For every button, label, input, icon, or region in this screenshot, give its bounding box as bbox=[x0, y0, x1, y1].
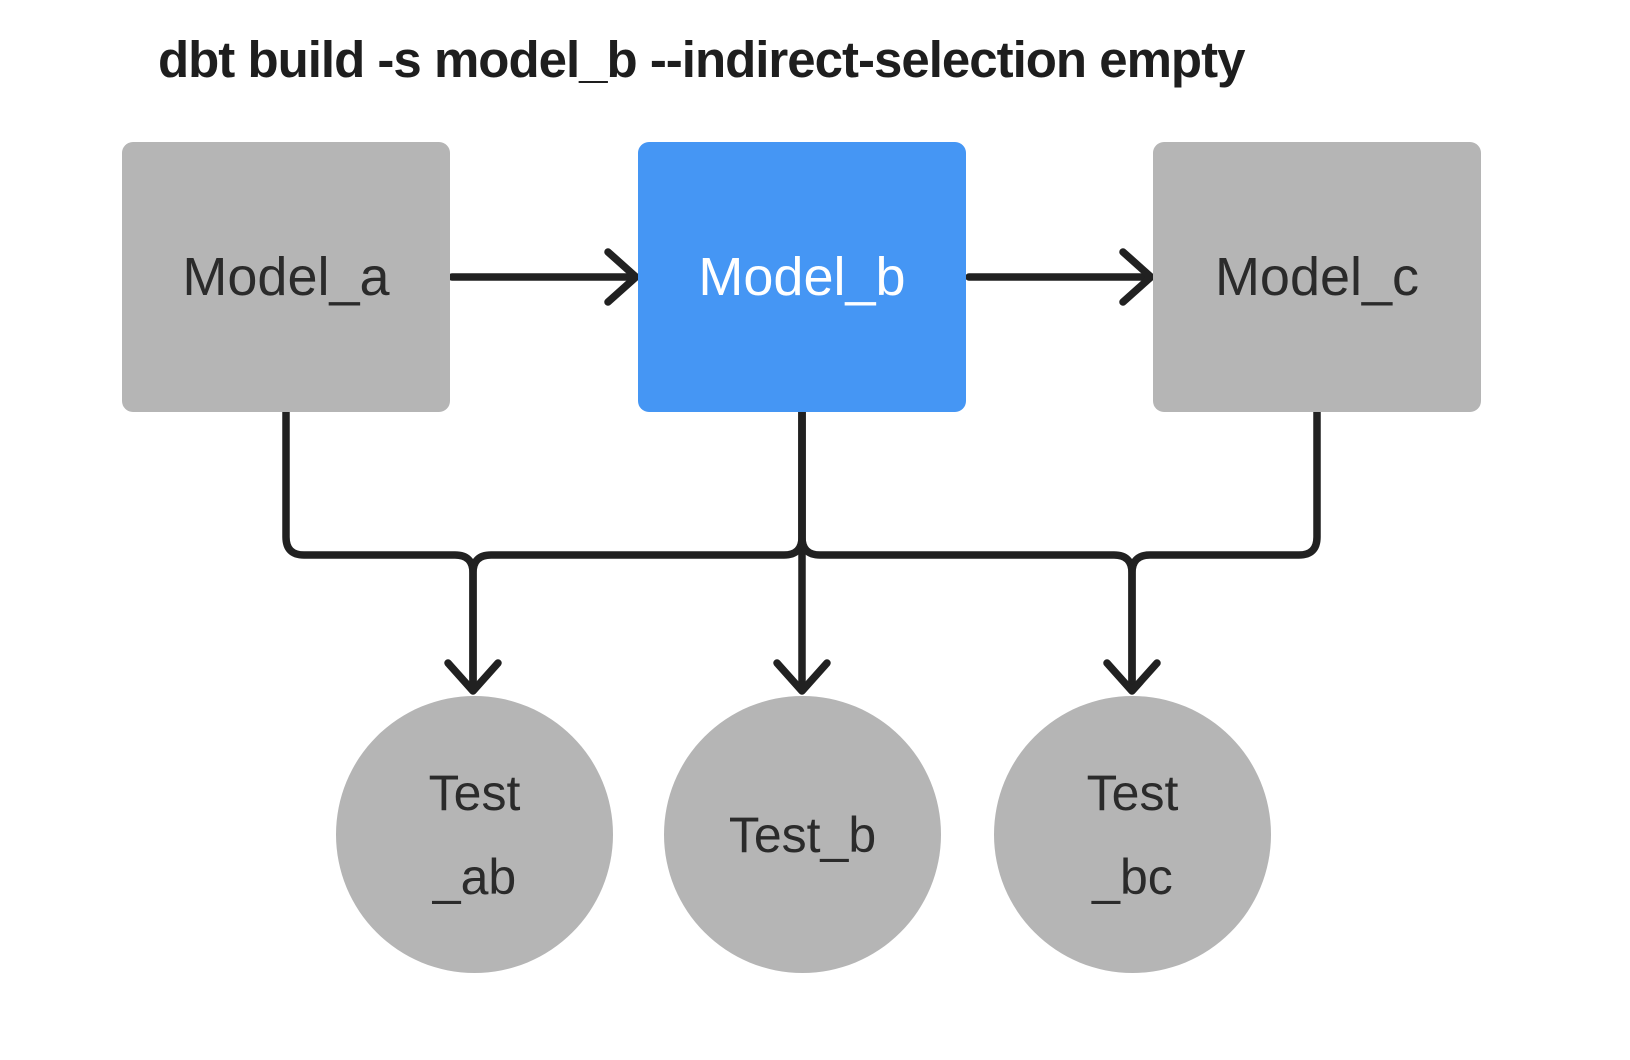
diagram-title: dbt build -s model_b --indirect-selectio… bbox=[158, 31, 1245, 88]
node-model-a: Model_a bbox=[122, 142, 450, 412]
arrowhead-test-ab bbox=[444, 659, 502, 695]
node-test-ab: Test _ab bbox=[336, 696, 613, 973]
arrowhead-model-b bbox=[604, 248, 640, 306]
edge-model-c-to-test-bc bbox=[1128, 408, 1321, 692]
edge-model-a-to-test-ab bbox=[282, 408, 477, 692]
arrowhead-model-c bbox=[1119, 248, 1155, 306]
node-test-bc-label: Test _bc bbox=[1086, 764, 1179, 905]
node-model-c: Model_c bbox=[1153, 142, 1481, 412]
node-test-bc: Test _bc bbox=[994, 696, 1271, 973]
edge-model-b-to-test-ab bbox=[469, 408, 806, 692]
node-model-c-label: Model_c bbox=[1214, 247, 1420, 307]
node-model-b: Model_b bbox=[638, 142, 966, 412]
node-model-b-label: Model_b bbox=[698, 247, 906, 307]
node-model-a-label: Model_a bbox=[182, 247, 390, 307]
node-test-b-label: Test_b bbox=[728, 806, 877, 863]
arrowhead-test-b bbox=[773, 659, 831, 695]
edge-model-b-to-test-bc bbox=[798, 408, 1136, 692]
node-test-b: Test_b bbox=[664, 696, 941, 973]
arrowhead-test-bc bbox=[1103, 659, 1161, 695]
node-test-ab-label: Test _ab bbox=[428, 764, 521, 905]
